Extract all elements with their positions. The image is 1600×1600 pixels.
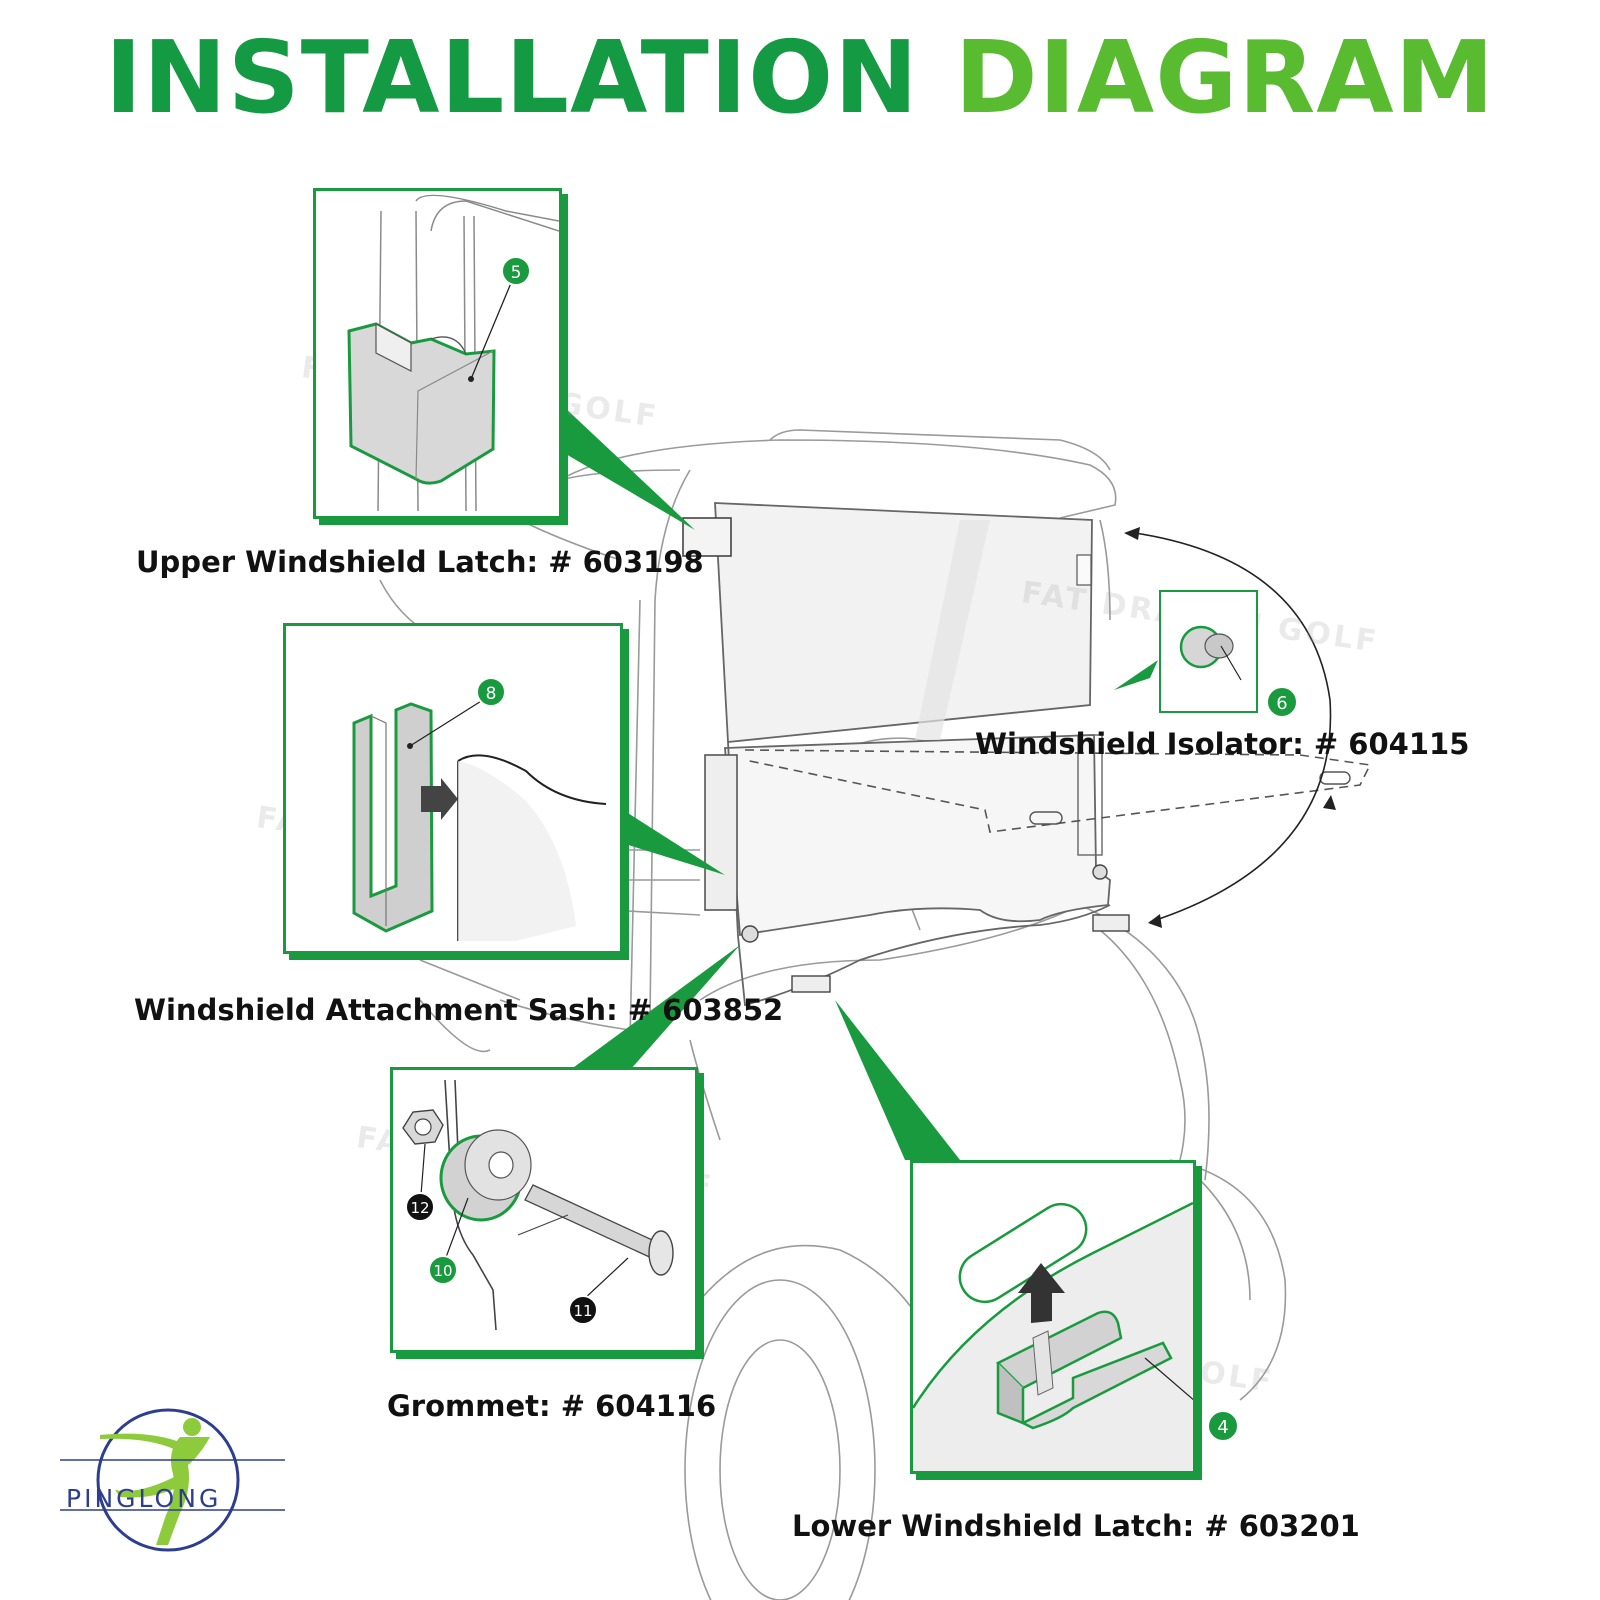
inset-upper-latch: 5 [313,188,562,519]
label-windshield-attachment-sash: Windshield Attachment Sash: # 603852 [134,993,784,1027]
callout-6: 6 [1276,693,1287,714]
logo-text: PINGLONG [66,1484,222,1513]
label-grommet: Grommet: # 604116 [387,1389,717,1423]
inset-isolator [1159,590,1258,713]
grommet-illustration: 12 10 11 [402,1079,674,1331]
callout-5: 5 [511,263,522,283]
isolator-illustration [1179,625,1242,681]
inset-grommet: 12 10 11 [390,1067,698,1353]
callout-8: 8 [486,684,497,704]
callout-11: 11 [573,1302,592,1320]
callout-4: 4 [1217,1417,1228,1438]
callout-10: 10 [433,1262,452,1280]
label-upper-windshield-latch: Upper Windshield Latch: # 603198 [136,545,704,579]
upper-latch-illustration: 5 [347,194,559,512]
attachment-sash-illustration: 8 [352,677,607,941]
inset-attachment-sash: 8 [283,623,623,954]
page-title: INSTALLATION DIAGRAM [0,28,1600,128]
inset-lower-latch [910,1160,1196,1474]
callout-6-badge: 6 [1266,686,1298,718]
pinglong-logo [60,1408,285,1552]
callout-4-badge: 4 [1207,1410,1239,1442]
callout-12: 12 [410,1199,429,1217]
golfer-swing-icon [100,1418,210,1545]
label-lower-windshield-latch: Lower Windshield Latch: # 603201 [792,1509,1360,1543]
lower-latch-illustration [913,1201,1193,1471]
label-windshield-isolator: Windshield Isolator: # 604115 [975,727,1470,761]
title-word-installation: INSTALLATION [104,19,919,136]
title-word-diagram: DIAGRAM [954,19,1496,136]
